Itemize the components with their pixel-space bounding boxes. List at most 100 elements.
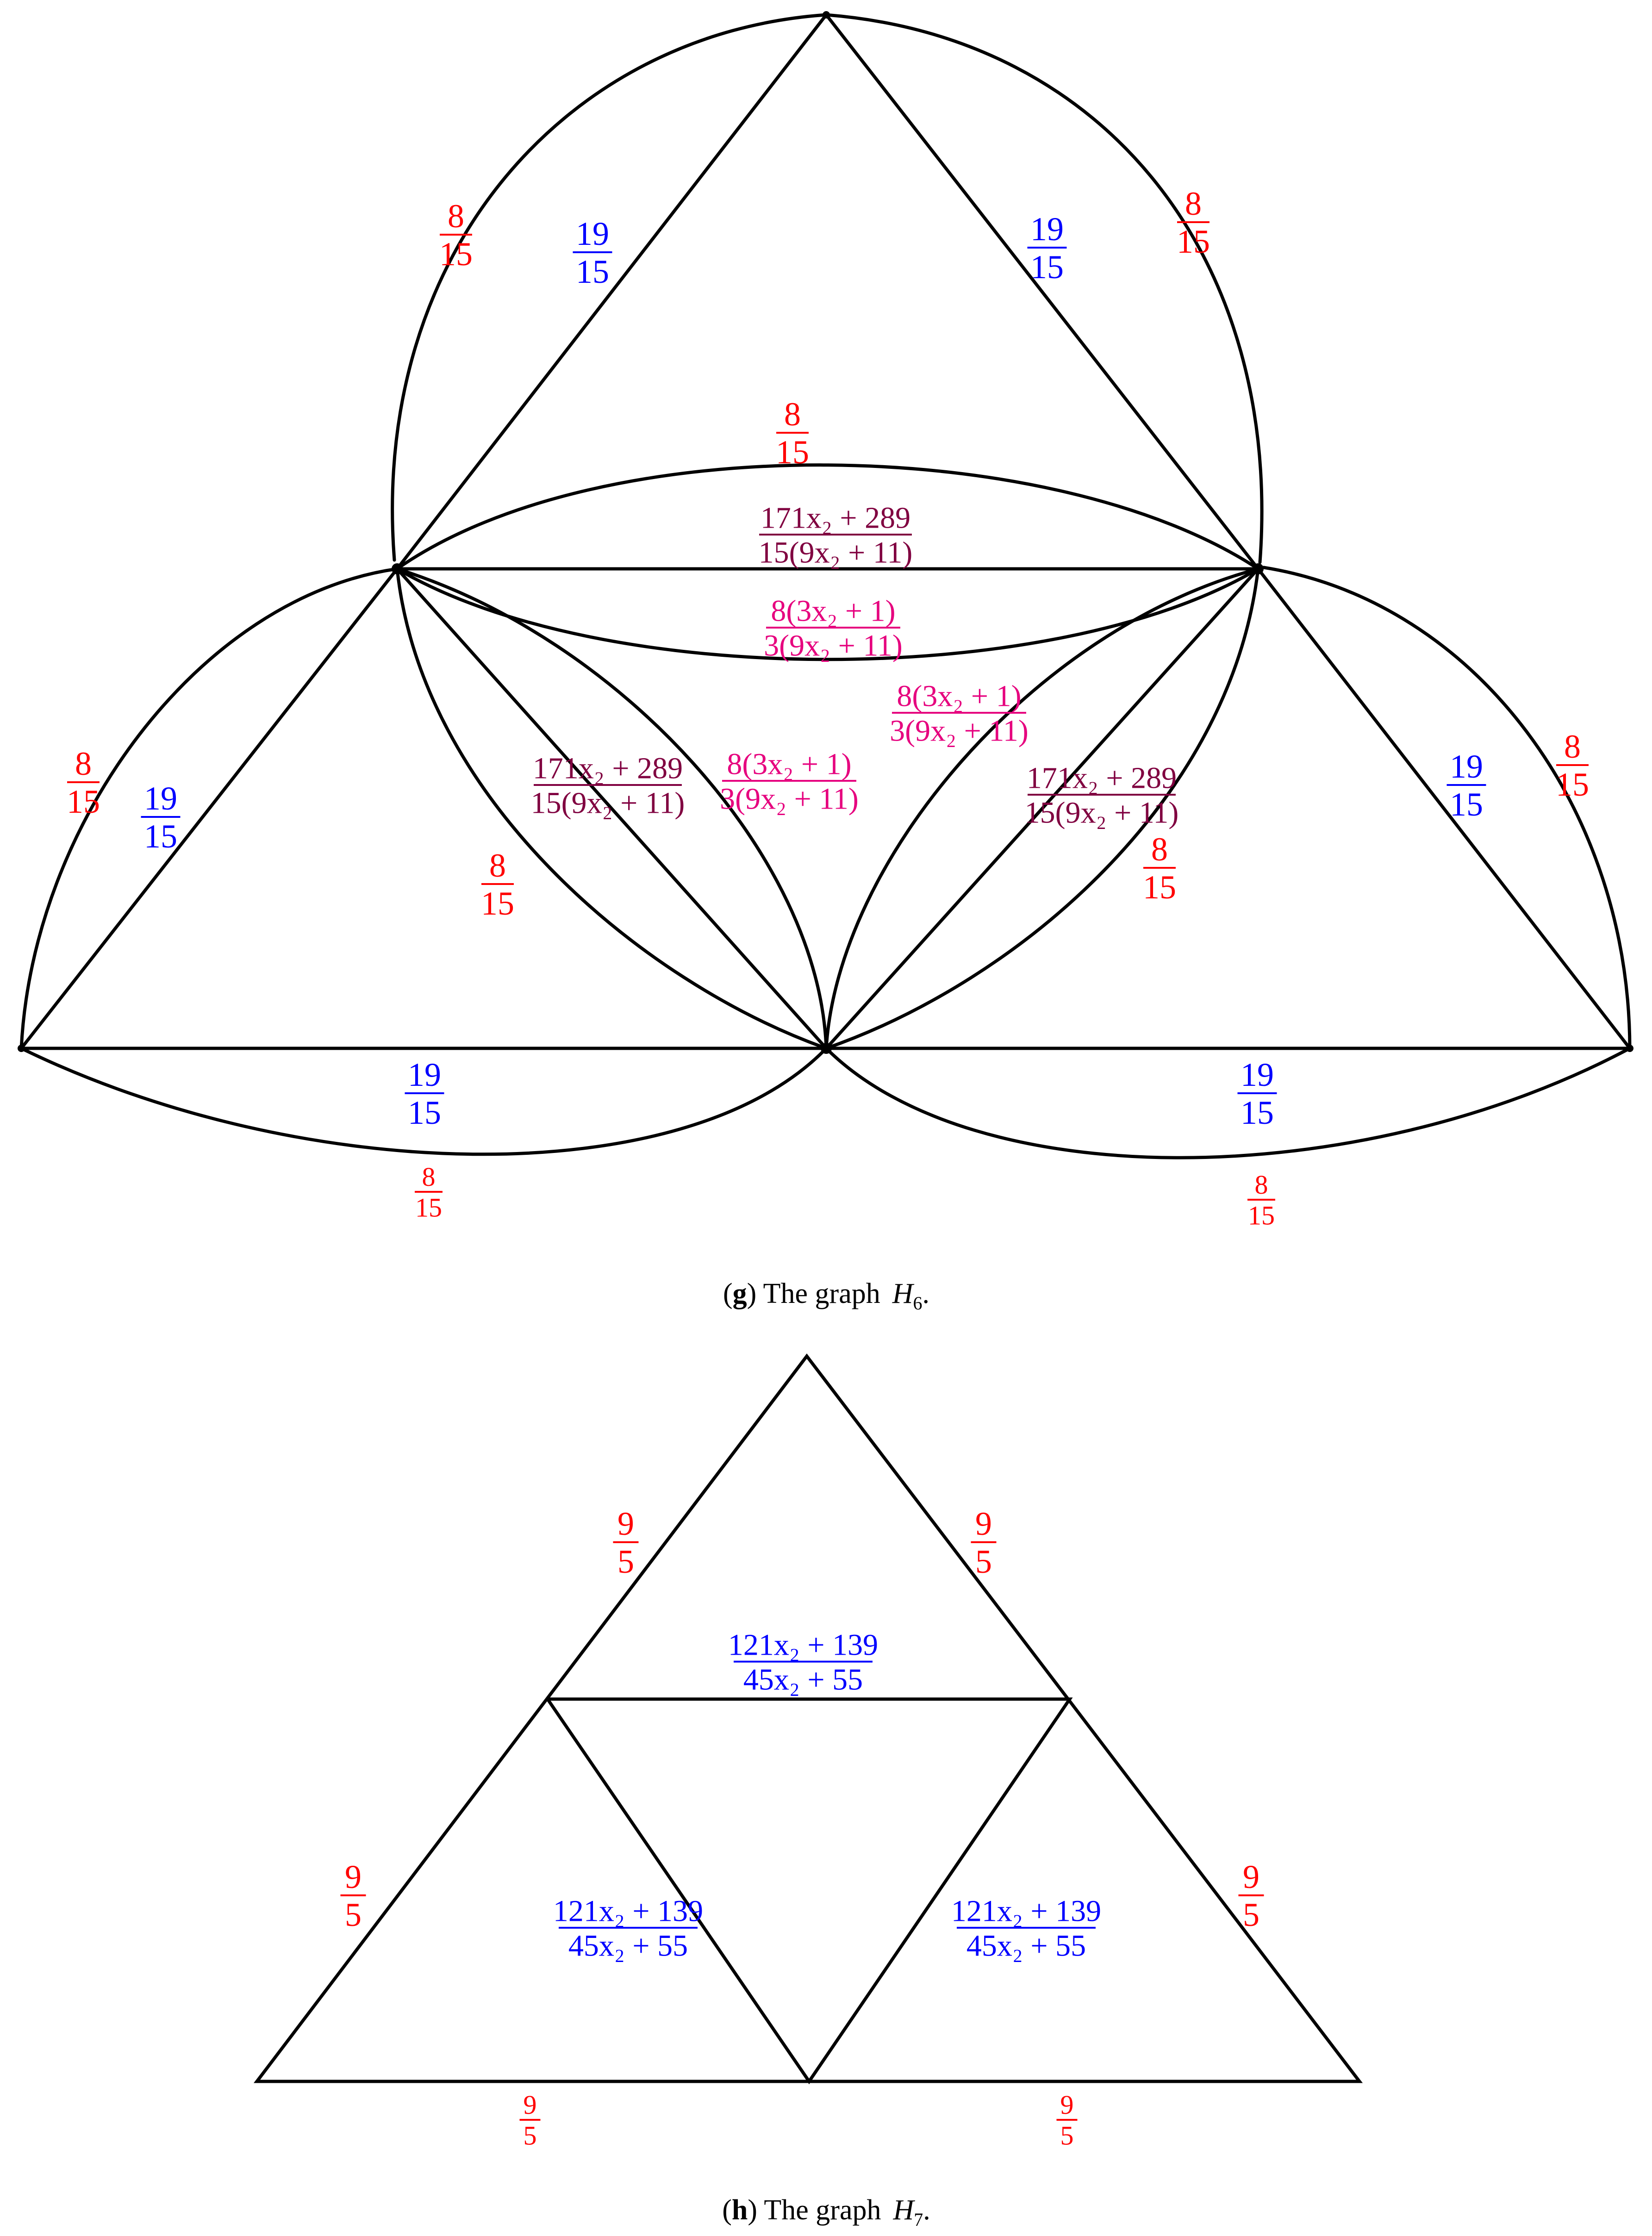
- h6-arc-bottom-left: [19, 1046, 828, 1156]
- fraction-denominator: 15: [1248, 1200, 1275, 1230]
- h6-vertex-mid-right: [1253, 563, 1264, 574]
- h6-arc-bottom-right: [824, 1046, 1632, 1159]
- fraction-numerator: 8(3x₂ + 1): [897, 679, 1021, 713]
- fraction-numerator: 171x₂ + 289: [761, 501, 910, 535]
- h7-label-edge-bottom-left: 95: [519, 2090, 541, 2150]
- fraction-numerator: 121x₂ + 139: [553, 1894, 703, 1928]
- h6-edge-right-diag: [824, 567, 1260, 1050]
- fraction-numerator: 19: [576, 215, 609, 252]
- fraction-denominator: 15(9x₂ + 11): [531, 786, 685, 820]
- fraction-numerator: 9: [1243, 1858, 1259, 1895]
- fraction-denominator: 5: [1243, 1896, 1259, 1933]
- h7-inner-triangle: [546, 1697, 1073, 2085]
- fraction-denominator: 15(9x₂ + 11): [1025, 796, 1179, 830]
- fraction-numerator: 19: [1450, 748, 1483, 785]
- fraction-numerator: 8: [1564, 728, 1581, 765]
- h6-arc-upper-left: [391, 13, 828, 562]
- fraction-numerator: 121x₂ + 139: [728, 1628, 878, 1662]
- fraction-denominator: 5: [524, 2120, 537, 2150]
- fraction-numerator: 9: [524, 2090, 537, 2120]
- fraction-denominator: 15(9x₂ + 11): [759, 536, 913, 570]
- h6-edge-left-diag: [395, 567, 828, 1050]
- h6-arc-left-outer: [19, 567, 399, 1050]
- fraction-numerator: 19: [144, 780, 177, 817]
- h6-edge-top-left: [395, 13, 828, 571]
- fraction-denominator: 5: [1060, 2120, 1074, 2150]
- fraction-numerator: 19: [1241, 1056, 1274, 1093]
- fraction-numerator: 171x₂ + 289: [533, 751, 683, 785]
- h6-arc-right-outer: [1262, 566, 1632, 1050]
- fraction-numerator: 8: [1151, 831, 1168, 868]
- fraction-denominator: 15: [415, 1192, 442, 1222]
- fraction-denominator: 45x₂ + 55: [966, 1929, 1086, 1963]
- h6-arc-upper-right: [824, 13, 1264, 564]
- fraction-denominator: 5: [975, 1543, 992, 1580]
- fraction-numerator: 19: [408, 1056, 441, 1093]
- fraction-denominator: 15: [1030, 249, 1064, 286]
- h7-outer-triangle: [253, 1353, 1363, 2083]
- fraction-numerator: 171x₂ + 289: [1027, 761, 1177, 795]
- fraction-denominator: 15: [481, 885, 514, 922]
- fraction-denominator: 15: [439, 236, 473, 273]
- h6-vertex-mid-left: [392, 563, 403, 574]
- h6-label-arc-left-diag-inner: 8(3x₂ + 1)3(9x₂ + 11): [720, 747, 859, 816]
- h6-edge-left-outer: [19, 567, 399, 1050]
- fraction-denominator: 15: [1450, 786, 1483, 823]
- fraction-numerator: 8: [489, 847, 506, 884]
- h6-vertex-top: [823, 11, 830, 19]
- h6-arc-middle-top: [395, 463, 1260, 571]
- h6-arc-right-diag-inner: [824, 567, 1260, 1050]
- h7-label-edge-top-right: 95: [971, 1505, 997, 1580]
- h6-label-arc-right-outer: 815: [1556, 728, 1589, 803]
- fraction-denominator: 15: [144, 818, 177, 855]
- fraction-denominator: 15: [776, 434, 809, 471]
- h6-vertex-bottom-center: [821, 1043, 832, 1054]
- fraction-denominator: 15: [1177, 223, 1210, 260]
- h6-edge-top-right: [824, 13, 1260, 571]
- fraction-numerator: 9: [617, 1505, 634, 1542]
- h6-edge-right-outer: [1256, 567, 1632, 1050]
- fraction-numerator: 8: [422, 1162, 436, 1192]
- fraction-denominator: 5: [617, 1543, 634, 1580]
- h6-label-arc-bottom-left: 815: [415, 1162, 443, 1222]
- h6-vertex-bottom-left: [18, 1045, 25, 1052]
- fraction-denominator: 45x₂ + 55: [743, 1663, 863, 1697]
- h6-label-arc-left-diag-outer: 815: [481, 847, 514, 922]
- fraction-numerator: 8: [1185, 185, 1202, 222]
- fraction-numerator: 9: [975, 1505, 992, 1542]
- fraction-numerator: 121x₂ + 139: [951, 1894, 1101, 1928]
- fraction-denominator: 15: [408, 1094, 441, 1131]
- fraction-denominator: 45x₂ + 55: [568, 1929, 688, 1963]
- h6-vertex-bottom-right: [1626, 1045, 1633, 1052]
- fraction-denominator: 15: [1556, 766, 1589, 803]
- h6-label-arc-right-diag-inner: 8(3x₂ + 1)3(9x₂ + 11): [890, 679, 1029, 747]
- fraction-numerator: 8: [75, 745, 92, 782]
- h6-label-arc-bottom-right: 815: [1247, 1170, 1275, 1230]
- fraction-denominator: 3(9x₂ + 11): [764, 629, 903, 663]
- fraction-numerator: 9: [345, 1858, 362, 1895]
- fraction-numerator: 9: [1060, 2090, 1074, 2120]
- fraction-denominator: 15: [1143, 869, 1176, 906]
- fraction-numerator: 8: [1255, 1170, 1268, 1200]
- fraction-numerator: 8: [448, 198, 464, 235]
- h6-label-arc-upper-left: 815: [439, 198, 473, 273]
- h6-arc-left-diag-inner: [395, 567, 828, 1050]
- h7-label-edge-bottom-right: 95: [1056, 2090, 1078, 2150]
